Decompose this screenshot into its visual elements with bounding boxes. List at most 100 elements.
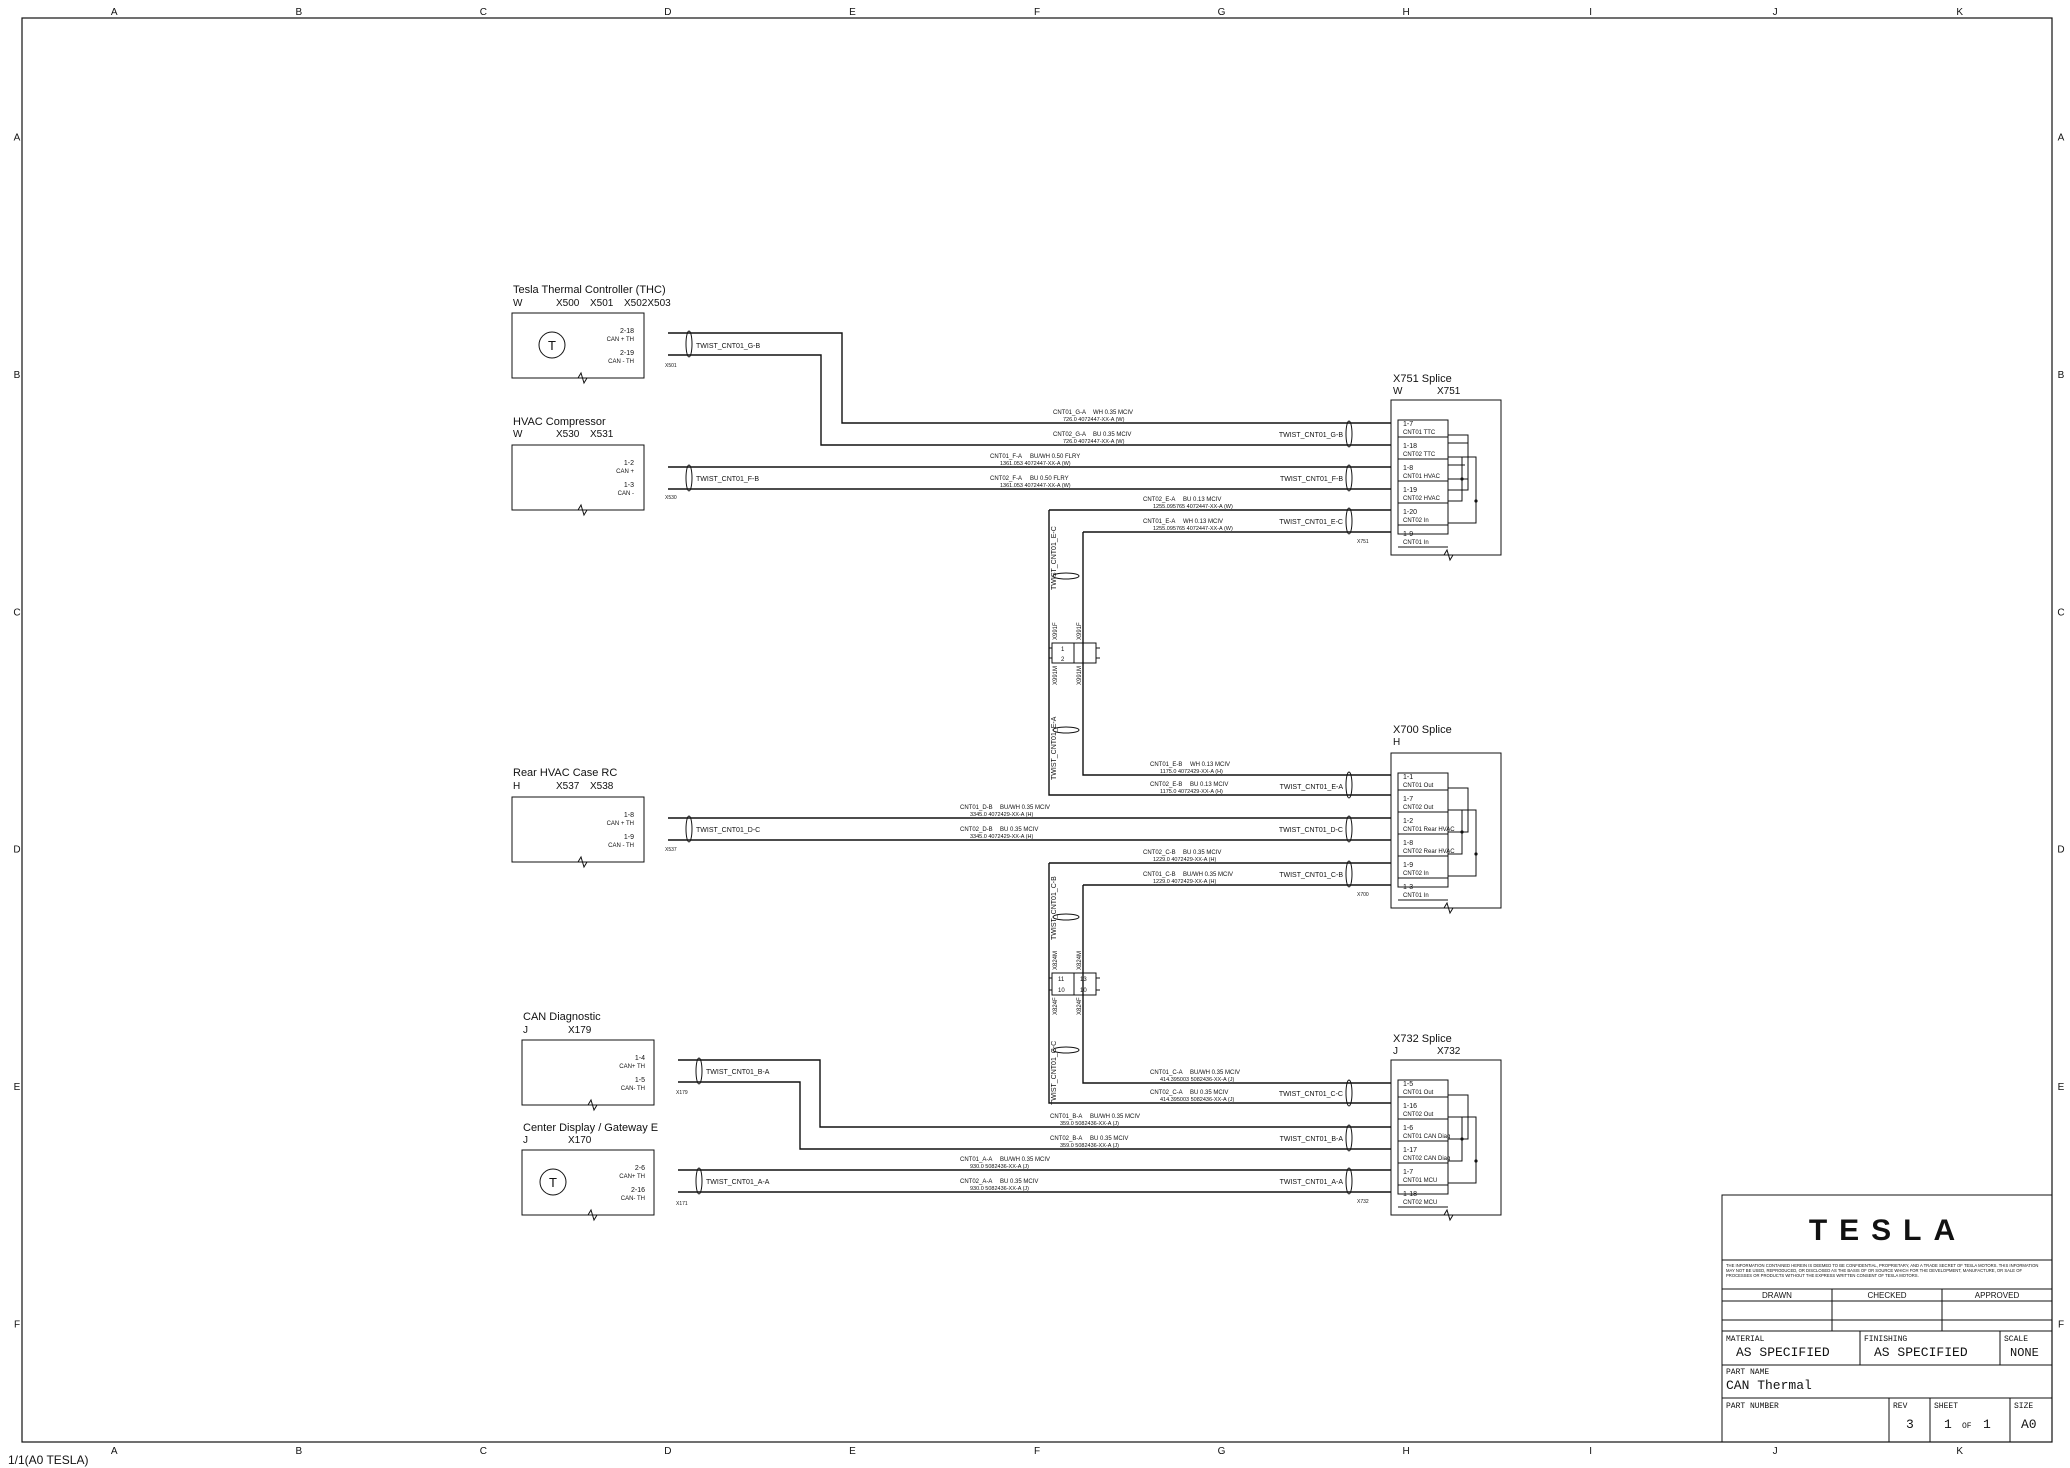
wire-part-e-d: 1175.0 4072429-XX-A (H): [1160, 789, 1223, 795]
x700-pin-frame: [1397, 772, 1449, 888]
twist-c-right: TWIST_CNT01_C-B: [1279, 872, 1343, 879]
x700-break-mark: [1443, 901, 1454, 915]
hvac-title: HVAC Compressor: [513, 416, 606, 428]
wire-c-vert-b[interactable]: [1082, 885, 1391, 1084]
wire-label-d-b: CNT02_D-B: [960, 827, 993, 833]
wire-spec-f-b: BU 0.50 FLRY: [1030, 476, 1069, 482]
x751-pin-name-1: CNT01 TTC: [1403, 430, 1436, 436]
scale-label: SCALE: [2004, 1335, 2028, 1344]
column-label-h-top: H: [1402, 7, 1409, 18]
hvac-pin-2: 1-3: [624, 482, 634, 489]
can-diagnostic-component[interactable]: CAN Diagnostic J X179 1-4 CAN+ TH 1-5 CA…: [521, 1011, 688, 1112]
display-sig-2: CAN- TH: [621, 1196, 645, 1202]
wire-spec-b-a: BU/WH 0.35 MCIV: [1090, 1114, 1140, 1120]
rear-break-mark: [577, 855, 588, 869]
x732-pin-name-5: CNT01 MCU: [1403, 1178, 1437, 1184]
wire-label-c-d: CNT02_C-A: [1150, 1090, 1183, 1096]
wire-part-g-a: 726.0 4072447-XX-A (W): [1063, 417, 1125, 423]
wire-g-a[interactable]: [668, 332, 1391, 424]
x732-junction-dot: [1460, 1137, 1464, 1141]
column-label-g-bottom: G: [1218, 1446, 1226, 1457]
row-label-f-right: F: [2058, 1319, 2064, 1330]
inline2-right-top: X824M: [1077, 951, 1083, 970]
x700-pin-2: 1-7: [1403, 796, 1413, 803]
wire-spec-e-a: BU 0.13 MCIV: [1183, 497, 1221, 503]
thc-symbol-circle: [538, 331, 566, 359]
row-label-f-left: F: [14, 1319, 20, 1330]
display-location: J: [523, 1135, 528, 1146]
wire-spec-d-b: BU 0.35 MCIV: [1000, 827, 1038, 833]
display-symbol-circle: [539, 1168, 567, 1196]
x732-conn: X732: [1437, 1046, 1461, 1057]
x700-pin-name-5: CNT02 In: [1403, 871, 1429, 877]
inline1-left-bot: X991M: [1053, 666, 1059, 685]
wire-part-c-a: 1229.0 4072429-XX-A (H): [1153, 857, 1216, 863]
drawn-label: DRAWN: [1762, 1291, 1792, 1300]
wire-e-vert-b[interactable]: [1082, 532, 1391, 776]
x700-junction-dot: [1460, 830, 1464, 834]
wire-label-e-a: CNT02_E-A: [1143, 497, 1175, 503]
hvac-location: W: [513, 429, 523, 440]
thc-location: W: [513, 298, 523, 309]
wire-b-b[interactable]: [678, 1081, 1391, 1150]
rear-hvac-component[interactable]: Rear HVAC Case RC H X537 X538 1-8 CAN + …: [511, 767, 677, 869]
twist-d-left: TWIST_CNT01_D-C: [696, 827, 760, 834]
x751-pin-name-2: CNT02 TTC: [1403, 452, 1436, 458]
wire-b-a[interactable]: [678, 1059, 1391, 1128]
approved-label: APPROVED: [1975, 1291, 2020, 1300]
x751-junction-dot-2: [1474, 499, 1478, 503]
row-label-c-right: C: [2057, 607, 2064, 618]
inline2-left-top: X824M: [1053, 951, 1059, 970]
x751-bus-bar-2: [1448, 456, 1477, 524]
twist-c-lower: TWIST_CNT01_C-C: [1279, 1091, 1343, 1098]
wire-g-b[interactable]: [668, 354, 1391, 446]
row-label-a-right: A: [2058, 133, 2065, 144]
x732-box: [1390, 1059, 1502, 1216]
wire-label-b-a: CNT01_B-A: [1050, 1114, 1082, 1120]
x732-pin-name-2: CNT02 Out: [1403, 1112, 1434, 1118]
row-label-e-left: E: [14, 1082, 21, 1093]
column-label-e-bottom: E: [849, 1446, 856, 1457]
twist-markers: [685, 330, 1353, 1195]
column-label-g-top: G: [1218, 7, 1226, 18]
x751-junction-dot: [1460, 477, 1464, 481]
column-label-e-top: E: [849, 7, 856, 18]
inline2-pin-2: 10: [1058, 988, 1065, 994]
part-name-label: PART NAME: [1726, 1368, 1769, 1377]
twist-labels: TWIST_CNT01_G-B TWIST_CNT01_G-B TWIST_CN…: [696, 343, 1343, 1186]
inline-connector-1[interactable]: X991F X991M X991F X991M 1 2: [1049, 622, 1100, 685]
thc-connector-2: X501: [590, 298, 614, 309]
twist-f-right: TWIST_CNT01_F-B: [1280, 476, 1343, 483]
inline2-left-bot: X824F: [1053, 997, 1059, 1015]
column-label-c-bottom: C: [480, 1446, 487, 1457]
wire-label-f-a: CNT01_F-A: [990, 454, 1022, 460]
x732-junction-dot-2: [1474, 1159, 1478, 1163]
wire-spec-a-a: BU/WH 0.35 MCIV: [1000, 1157, 1050, 1163]
x700-bus-bar-2: [1448, 809, 1477, 877]
row-label-c-left: C: [13, 607, 20, 618]
sheet-of: OF: [1962, 1422, 1972, 1431]
rear-sig-1: CAN + TH: [607, 821, 634, 827]
x751-location: W: [1393, 386, 1403, 397]
center-display-component[interactable]: Center Display / Gateway E J X170 T 2-6 …: [521, 1122, 688, 1222]
inline2-right-bot: X824F: [1077, 997, 1083, 1015]
sheet-label: SHEET: [1934, 1402, 1958, 1411]
row-label-b-right: B: [2058, 370, 2065, 381]
title-block: TESLA THE INFORMATION CONTAINED HEREIN I…: [1721, 1194, 2053, 1443]
hvac-compressor-component[interactable]: HVAC Compressor W X530 X531 1-2 CAN + 1-…: [511, 416, 677, 517]
wire-label-d-a: CNT01_D-B: [960, 805, 993, 811]
column-label-d-top: D: [664, 7, 671, 18]
column-label-j-bottom: J: [1773, 1446, 1778, 1457]
wire-c-vert-a[interactable]: [1048, 863, 1391, 1104]
tesla-logo: TESLA: [1809, 1214, 1967, 1247]
inline-connector-2[interactable]: X824M X824F X824M X824F 11 10 13 10: [1049, 951, 1100, 1015]
x700-title: X700 Splice: [1393, 724, 1452, 736]
wire-e-vert-a[interactable]: [1048, 510, 1391, 796]
thc-component[interactable]: Tesla Thermal Controller (THC) W X500 X5…: [511, 284, 677, 385]
wire-label-e-c: CNT01_E-B: [1150, 762, 1182, 768]
column-label-f-top: F: [1034, 7, 1040, 18]
wire-spec-c-a: BU 0.35 MCIV: [1183, 850, 1221, 856]
